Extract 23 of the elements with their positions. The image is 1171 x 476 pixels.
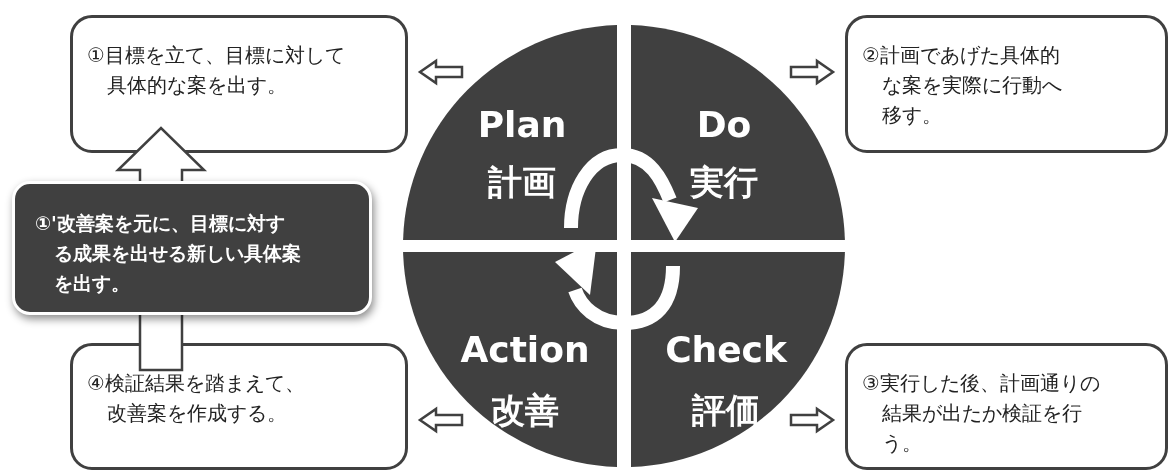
description-box: [70, 343, 408, 470]
description-text: ③実行した後、計画通りの結果が出たか検証を行う。: [862, 370, 1101, 457]
block-arrow: [789, 406, 836, 434]
description-box: [845, 15, 1168, 153]
description-text: ①'改善案を元に、目標に対する成果を出せる新しい具体案を出す。: [35, 211, 301, 296]
description-text: ②計画であげた具体的な案を実際に行動へ移す。: [862, 42, 1062, 129]
phase-label-japanese: 計画: [488, 162, 556, 202]
block-arrow: [417, 406, 464, 434]
phase-label: Plan: [477, 105, 567, 145]
phase-label-japanese: 実行: [690, 162, 758, 202]
block-arrow: [789, 58, 836, 86]
phase-label: Do: [696, 105, 752, 145]
phase-label: Action: [460, 330, 590, 370]
description-box: [70, 15, 408, 153]
phase-label-japanese: 改善: [491, 390, 559, 430]
block-arrow: [417, 58, 464, 86]
phase-label-japanese: 評価: [692, 390, 760, 430]
description-text: ④検証結果を踏まえて、改善案を作成する。: [87, 370, 306, 427]
phase-label: Check: [665, 330, 787, 370]
description-text: ①目標を立て、目標に対して具体的な案を出す。: [87, 42, 346, 99]
block-arrow: [114, 126, 208, 372]
highlight-box: [12, 181, 372, 315]
description-box: [845, 343, 1168, 470]
